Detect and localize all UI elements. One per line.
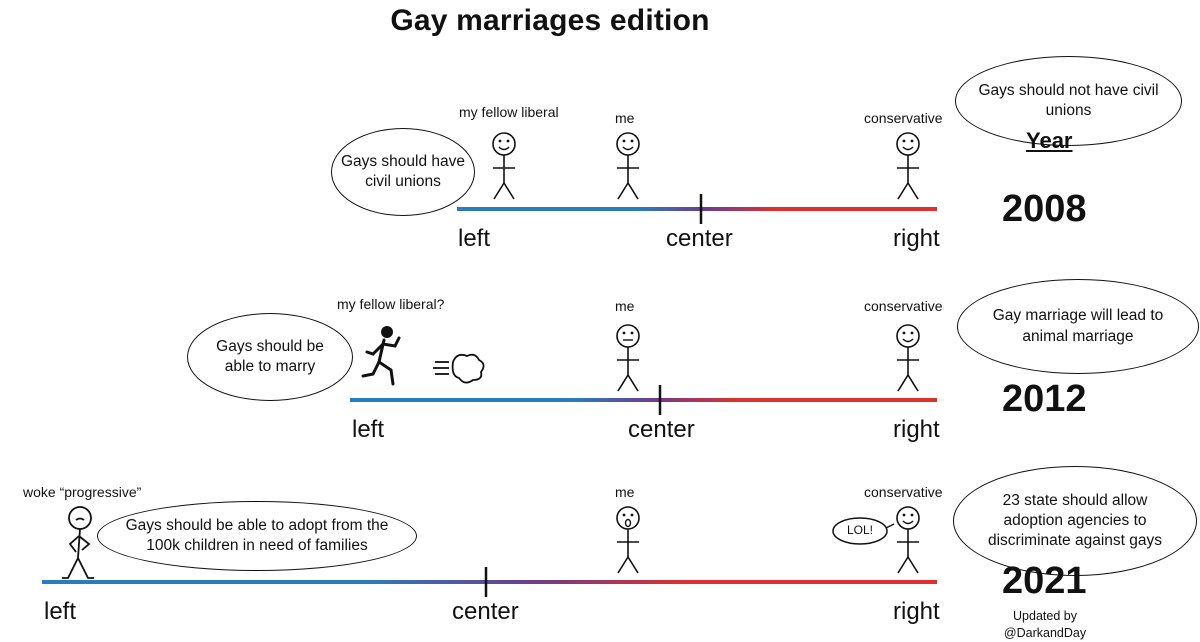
speech-bubble-left-2021: Gays should be able to adopt from the 10…	[97, 501, 417, 571]
label-conservative-2012: conservative	[864, 298, 943, 314]
axis-left-2012: left	[352, 416, 385, 443]
axis-right-2012: right	[893, 416, 940, 443]
page-title: Gay marriages edition	[390, 4, 710, 37]
lol-text: LOL!	[846, 523, 873, 537]
label-me-2008: me	[615, 110, 635, 126]
speech-bubble-right-2021: 23 state should allow adoption agencies …	[953, 466, 1197, 576]
running-figure-icon	[361, 326, 401, 386]
speech-bubble-left-2012: Gays should be able to marry	[187, 313, 353, 401]
year-header: Year	[1026, 128, 1073, 153]
stick-figure-me-2012	[616, 324, 640, 392]
stick-figure-conservative-2012	[896, 324, 920, 392]
stick-figure-conservative-2008	[896, 132, 920, 200]
label-liberal-2012: my fellow liberal?	[337, 296, 445, 312]
axis-right-2008: right	[893, 225, 940, 252]
stick-figure-liberal-2008	[492, 132, 516, 200]
speech-bubble-left-2008: Gays should have civil unions	[331, 128, 475, 216]
speech-bubble-right-2012: Gay marriage will lead to animal marriag…	[957, 279, 1199, 374]
year-2012: 2012	[1002, 378, 1087, 420]
speech-bubble-right-2008: Gays should not have civil unions	[955, 56, 1182, 146]
axis-center-2021: center	[452, 598, 519, 625]
stick-figure-woke-2021	[62, 506, 94, 579]
label-woke-2021: woke “progressive”	[23, 484, 142, 500]
lol-bubble	[832, 517, 888, 545]
axis-left-2008: left	[458, 225, 491, 252]
label-conservative-2008: conservative	[864, 110, 943, 126]
label-conservative-2021: conservative	[864, 484, 943, 500]
dust-cloud-icon	[433, 353, 485, 384]
label-me-2021: me	[615, 484, 635, 500]
stick-figure-me-2021	[616, 506, 640, 574]
axis-center-2008: center	[666, 225, 733, 252]
year-2021: 2021	[1002, 560, 1087, 602]
axis-center-2012: center	[628, 416, 695, 443]
axis-right-2021: right	[893, 598, 940, 625]
label-me-2012: me	[615, 298, 635, 314]
label-liberal-2008: my fellow liberal	[459, 104, 559, 120]
year-2008: 2008	[1002, 188, 1087, 230]
credit-line-2: @DarkandDay	[1003, 625, 1087, 640]
credit-line-1: Updated by	[1013, 609, 1077, 623]
axis-left-2021: left	[44, 598, 77, 625]
stick-figure-conservative-2021	[896, 506, 920, 574]
credit: Updated by @DarkandDay	[990, 608, 1100, 642]
stick-figure-me-2008	[616, 132, 640, 200]
